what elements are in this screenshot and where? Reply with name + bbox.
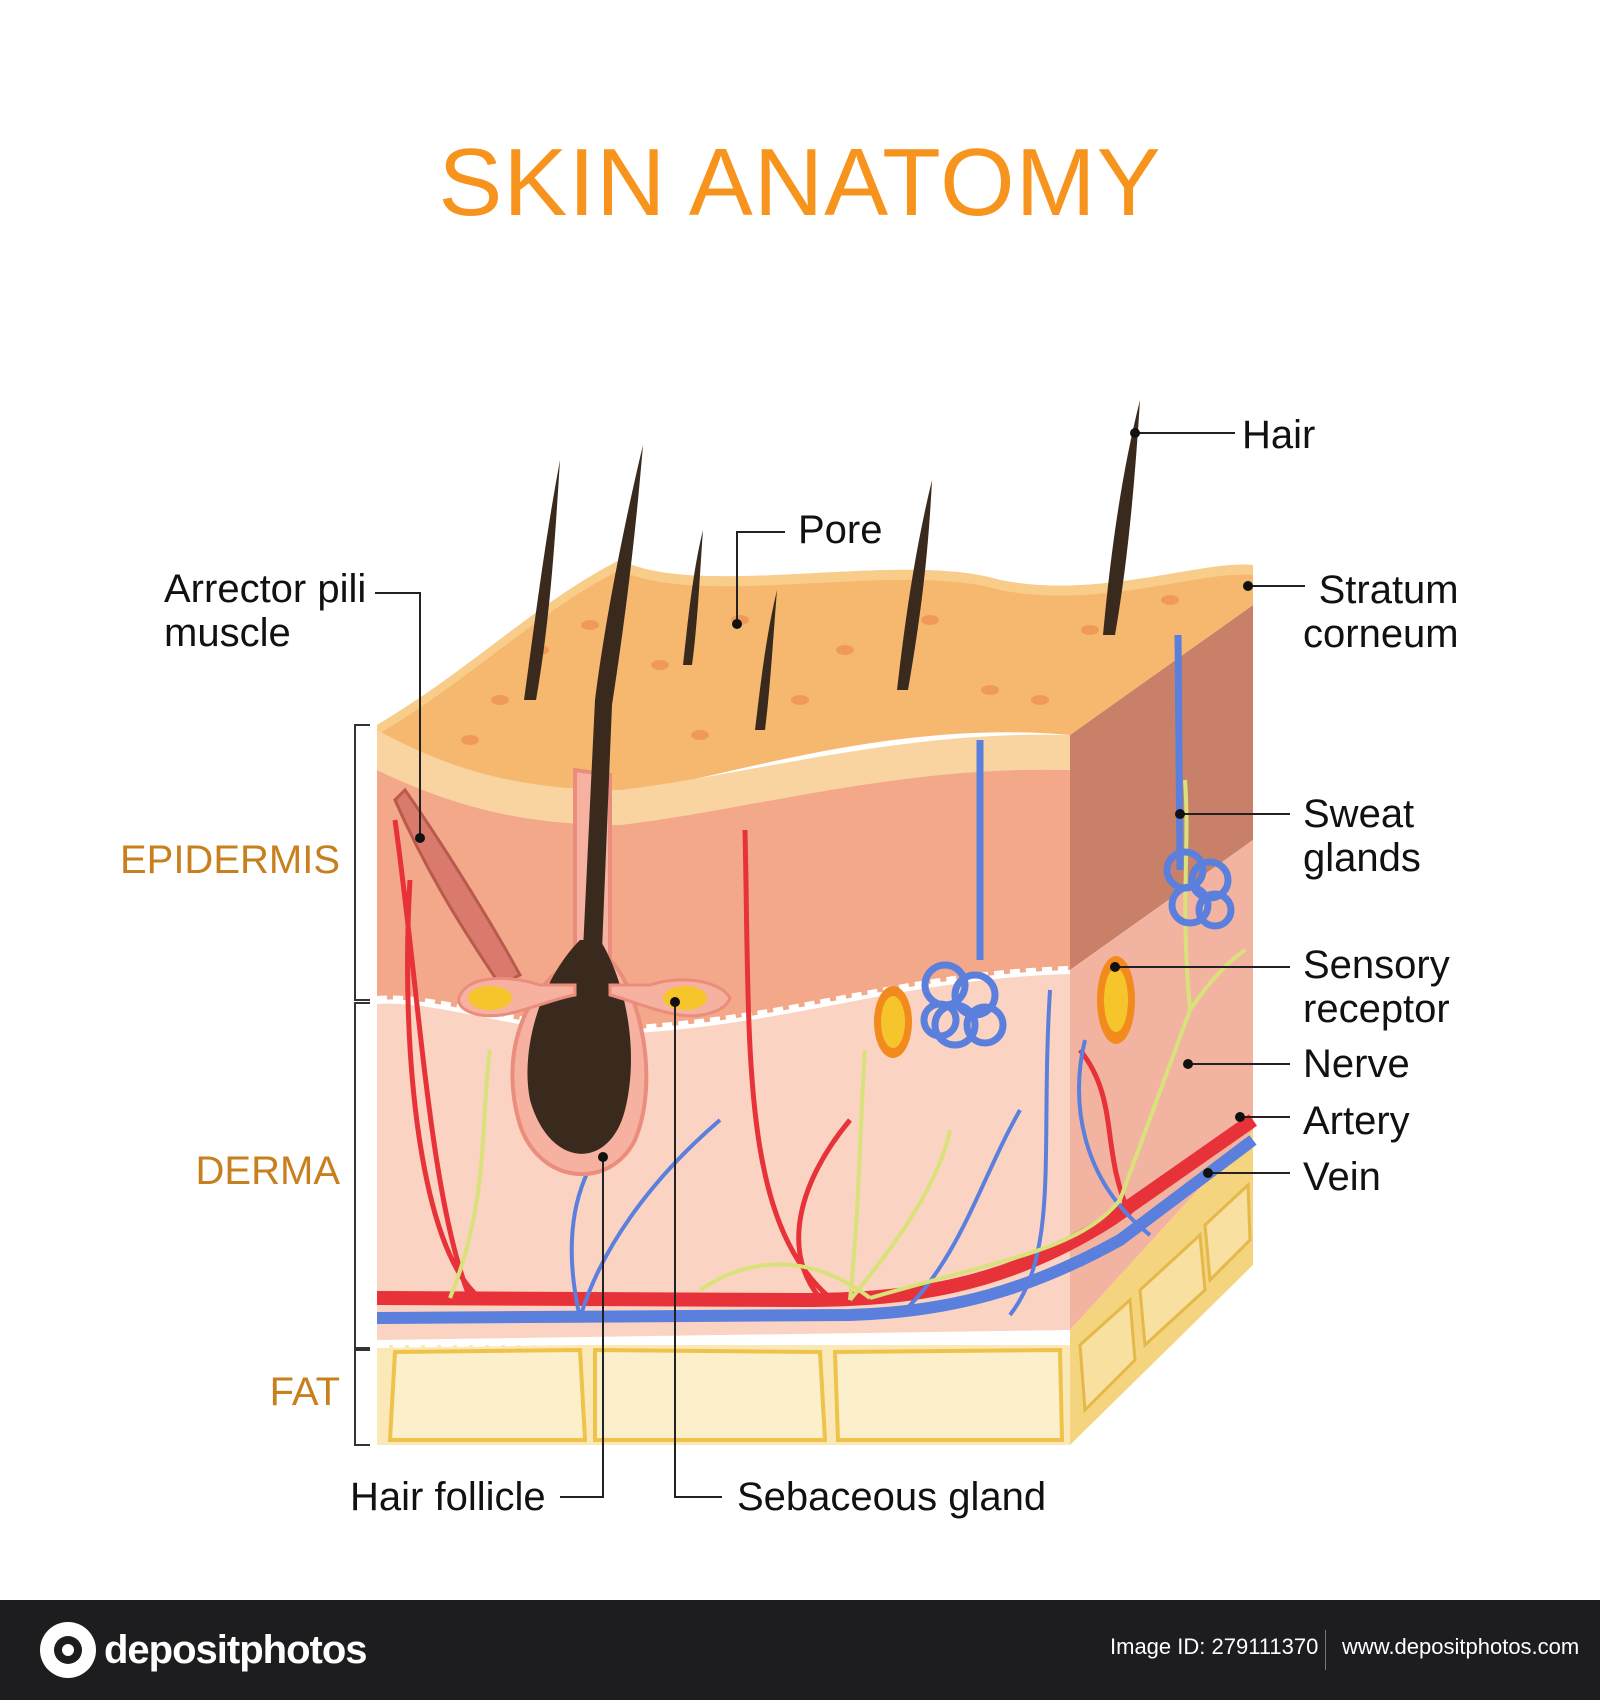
epidermis-front [377,769,1070,1030]
vein-horizontal [376,1135,1257,1324]
brand[interactable]: depositphotos [40,1622,368,1678]
label-arrector-pili: Arrector pili muscle [164,567,366,655]
side-epidermis [1070,605,1253,970]
artery-horizontal [376,1114,1258,1308]
label-hair-follicle: Hair follicle [350,1475,546,1519]
label-vein: Vein [1303,1155,1381,1199]
label-nerve: Nerve [1303,1042,1410,1086]
pores [461,595,1179,745]
derma-fat-boundary [376,1332,1071,1348]
stratum-corneum-band [377,730,1070,825]
sensory-receptors [874,956,1135,1058]
label-sensory-receptor: Sensory receptor [1303,943,1450,1031]
label-hair: Hair [1242,413,1316,457]
hair-2 [524,460,560,700]
hair-6 [1103,400,1140,635]
footer-divider [1325,1630,1326,1670]
label-sweat-line2: glands [1303,836,1421,880]
leader-dots [415,428,1253,1178]
label-stratum-corneum: Stratum corneum [1303,568,1459,656]
camera-logo-icon [40,1622,96,1678]
sweat-glands [920,634,1235,1049]
image-id: Image ID: 279111370 [1110,1634,1319,1659]
label-stratum-line2: corneum [1303,612,1459,656]
label-sweat-glands: Sweat glands [1303,792,1421,880]
skin-cross-section-diagram [354,400,1305,1498]
label-sensory-line2: receptor [1303,987,1450,1031]
hair-4 [755,590,777,730]
hair-5 [897,480,932,690]
basement-membrane [376,966,1071,1035]
site-link[interactable]: www.depositphotos.com [1342,1634,1580,1659]
surface-highlight [377,560,1253,735]
label-stratum-line1: Stratum [1318,568,1459,612]
sebaceous-glands [457,976,732,1018]
label-derma: DERMA [195,1149,340,1193]
label-arrector-pili-line1: Arrector pili [164,567,367,611]
layer-bracket [354,724,370,1446]
hair-main [583,445,643,950]
side-fat-cells [1078,1181,1252,1414]
label-pore: Pore [798,508,883,552]
label-sebaceous-gland: Sebaceous gland [737,1475,1047,1519]
label-arrector-pili-line2: muscle [164,611,291,655]
label-sweat-line1: Sweat [1303,792,1415,836]
label-sensory-line1: Sensory [1303,943,1450,987]
fat-cells [387,1347,1065,1442]
leader-lines [375,432,1305,1498]
brand-name: depositphotos [104,1627,368,1672]
nerve-fibers [448,779,1247,1302]
label-artery: Artery [1303,1099,1410,1143]
artery-capillaries [392,819,1133,1300]
vein-capillaries [569,989,1152,1319]
diagram-title: SKIN ANATOMY [438,129,1162,236]
footer-bar: depositphotos Image ID: 279111370 www.de… [0,1600,1600,1700]
label-epidermis: EPIDERMIS [119,838,340,882]
label-fat: FAT [269,1370,340,1414]
hair-3 [683,530,703,665]
